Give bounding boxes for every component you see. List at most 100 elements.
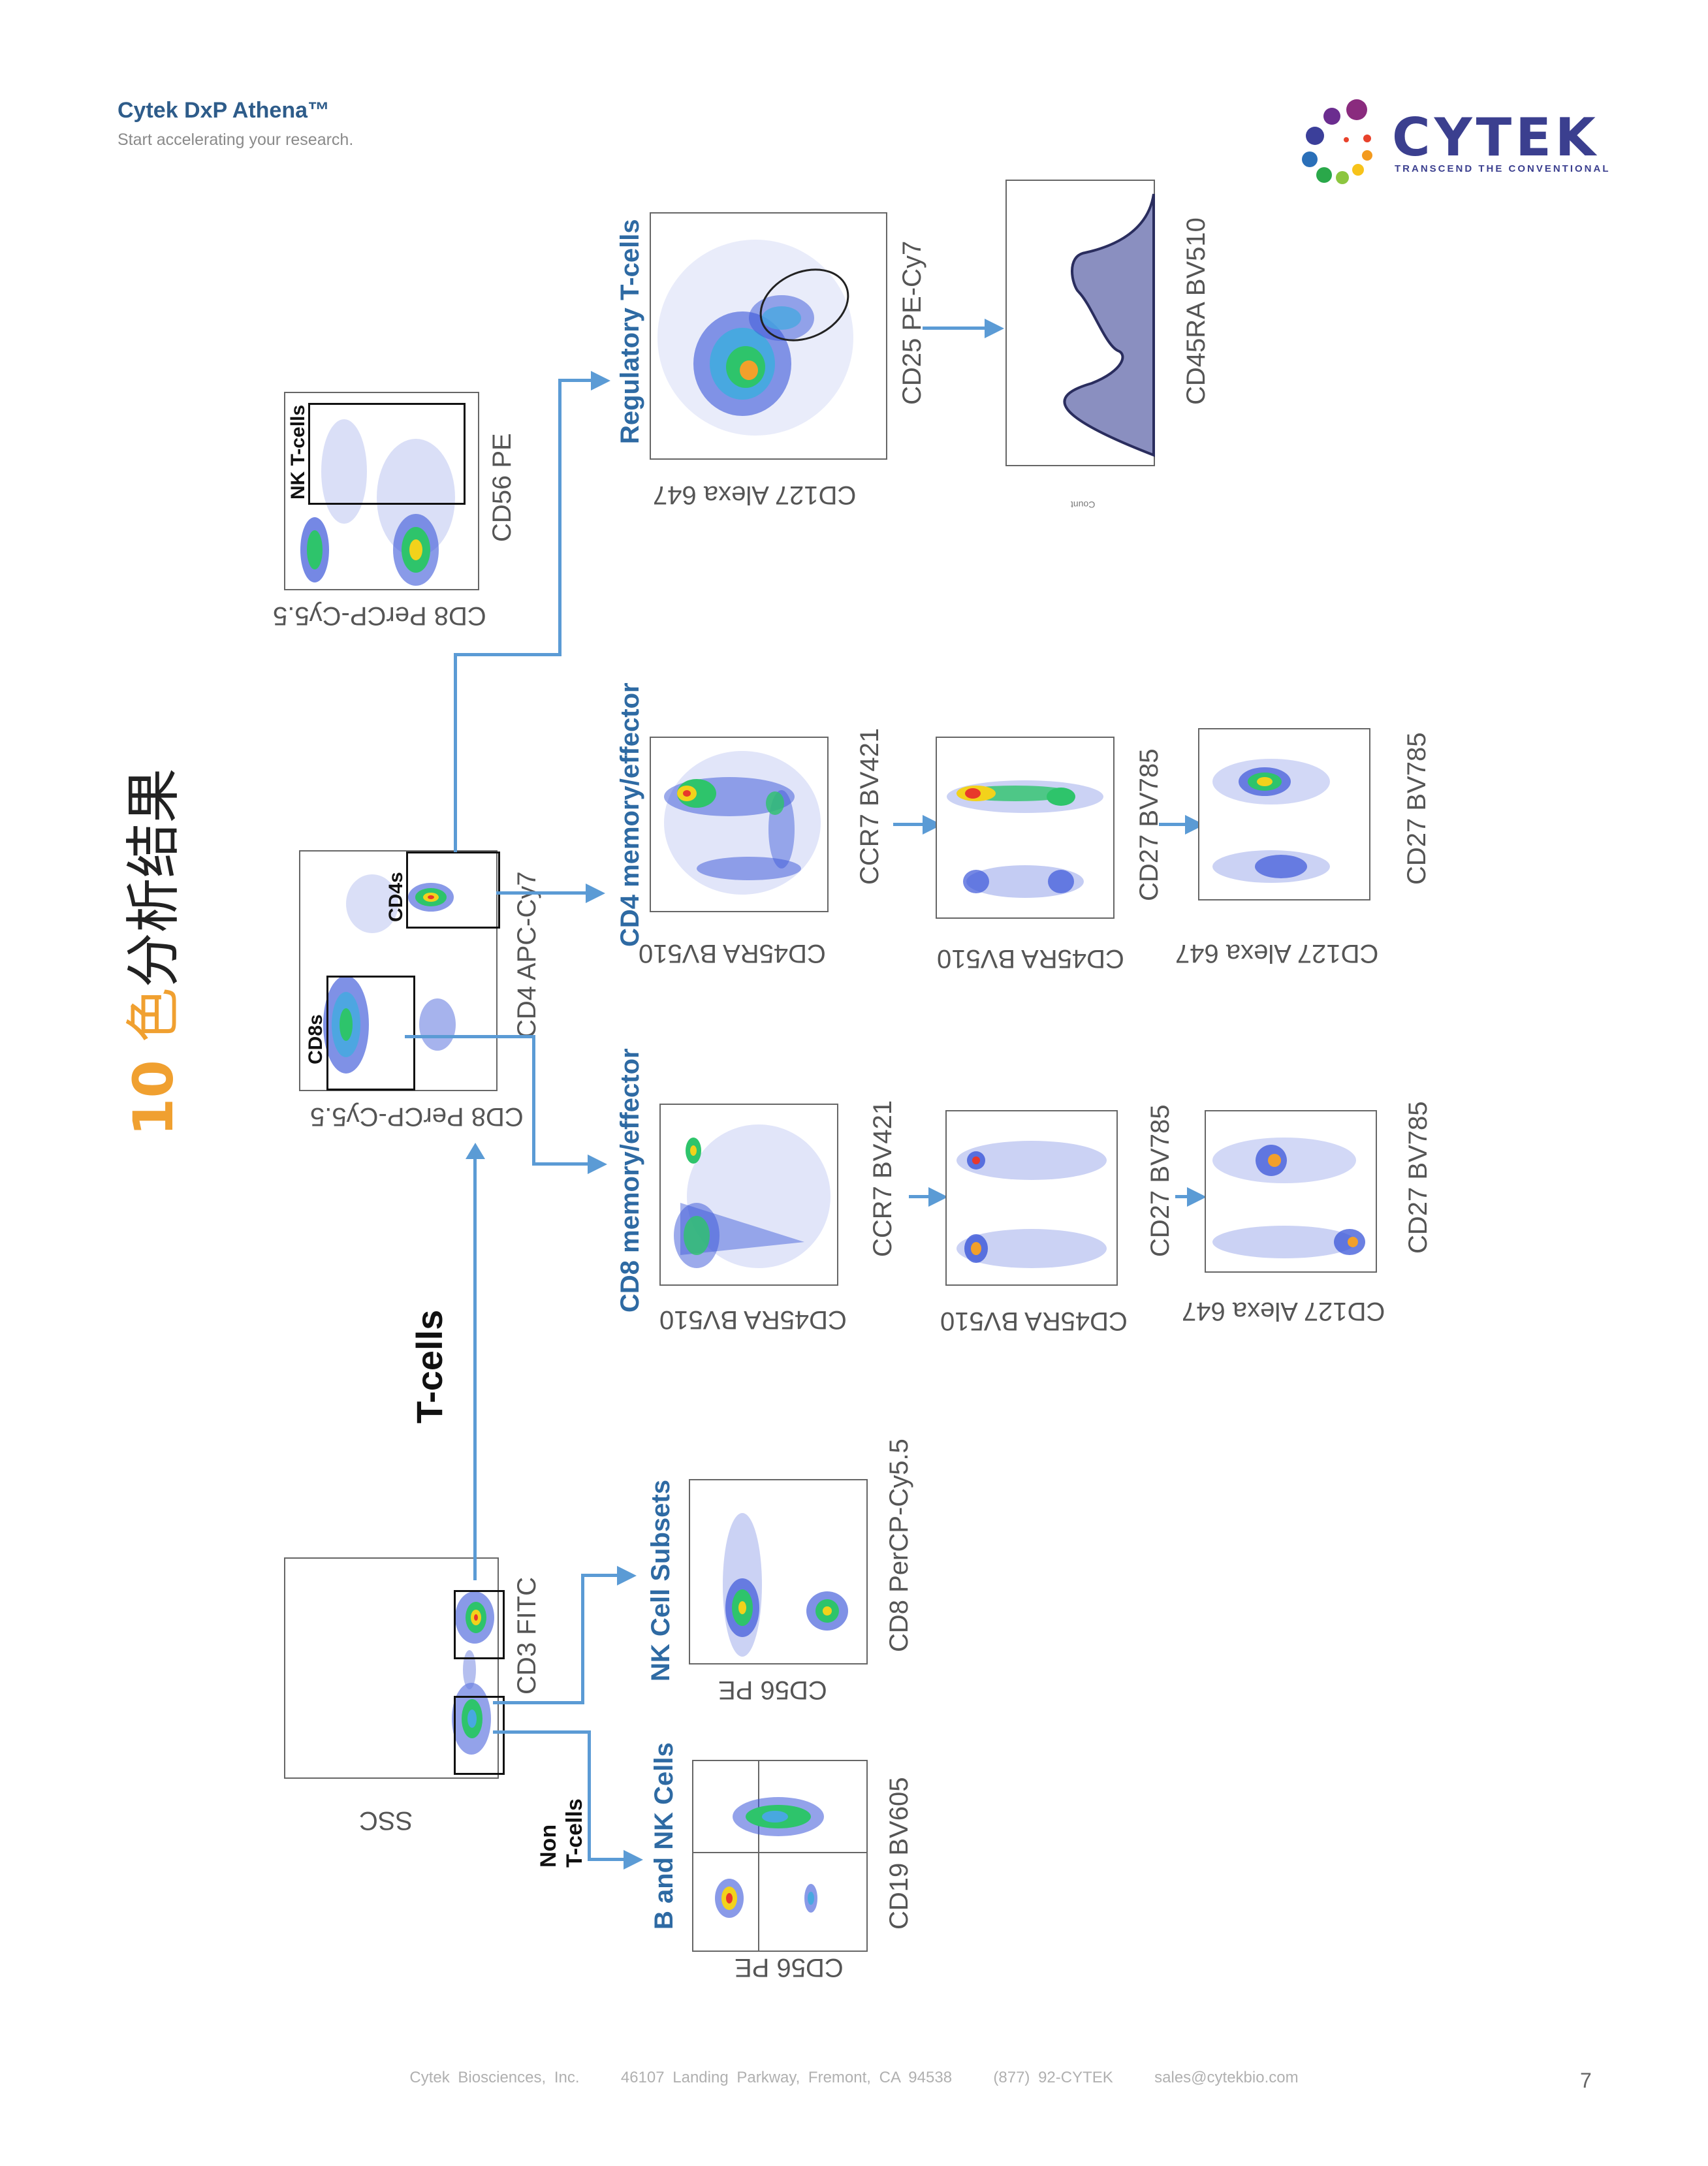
- title-nk-cell-subsets: NK Cell Subsets: [646, 1480, 675, 1681]
- footer-company: Cytek Biosciences, Inc.: [409, 2069, 580, 2086]
- title-b-nk-cells: B and NK Cells: [650, 1742, 678, 1930]
- axis-cd27-cd4-b: CD27 BV785: [1402, 732, 1431, 885]
- axis-ccr7-cd4: CCR7 BV421: [855, 727, 884, 885]
- header-title: Cytek DxP Athena™: [118, 98, 330, 123]
- scatter-cd8-ccr7: [674, 1124, 830, 1268]
- scatter-nk-subsets: [723, 1513, 848, 1657]
- heading-color-char: 色: [121, 987, 185, 1043]
- axis-cd8-percp-nk: CD8 PerCP-Cy5.5: [885, 1439, 913, 1652]
- axis-cd27-cd8-a: CD27 BV785: [1146, 1104, 1175, 1257]
- axis-cd127-treg: CD127 Alexa 647: [653, 481, 857, 509]
- label-t-cells: T-cells: [409, 1309, 450, 1424]
- axis-cd127-cd4: CD127 Alexa 647: [1175, 939, 1379, 968]
- arrowhead-treg: [591, 371, 610, 390]
- arrow-nk-subsets-h2: [581, 1574, 620, 1577]
- scatter-b-nk: [693, 1761, 866, 1951]
- axis-cd4-apc-cy7: CD4 APC-Cy7: [513, 871, 541, 1038]
- header-subtitle: Start accelerating your research.: [118, 131, 354, 149]
- scatter-cd4-ccr7: [664, 751, 821, 895]
- axis-cd3-fitc: CD3 FITC: [513, 1577, 541, 1695]
- title-cd8-memory: CD8 memory/effector: [616, 1048, 644, 1313]
- heading-number: 10: [121, 1060, 185, 1136]
- footer-address: 46107 Landing Parkway, Fremont, CA 94538: [620, 2069, 953, 2086]
- gate-label-cd8s: CD8s: [305, 1014, 326, 1064]
- plot-cd8-cd27: [945, 1110, 1118, 1286]
- axis-ccr7-cd8: CCR7 BV421: [868, 1100, 897, 1257]
- axis-cd27-cd8-b: CD27 BV785: [1404, 1101, 1432, 1254]
- arrow-cd4-r2: [1159, 823, 1188, 826]
- footer-email[interactable]: sales@cytekbio.com: [1154, 2069, 1299, 2086]
- arrow-cd8-h1: [405, 1035, 535, 1038]
- arrowhead-cd4-mem: [586, 884, 605, 903]
- cytek-logo: CYTEK TRANSCEND THE CONVENTIONAL: [1299, 91, 1613, 189]
- axis-cd45ra-cd4-a: CD45RA BV510: [639, 939, 826, 968]
- logo-tagline: TRANSCEND THE CONVENTIONAL: [1395, 163, 1611, 174]
- arrow-b-nk-h1: [493, 1730, 591, 1734]
- arrowhead-cd8-mem: [588, 1155, 607, 1174]
- arrow-b-nk-h2: [588, 1858, 627, 1861]
- arrow-cd4-r1: [893, 823, 926, 826]
- plot-cd8-ccr7: [659, 1104, 838, 1286]
- title-cd4-memory: CD4 memory/effector: [616, 682, 644, 947]
- arrowhead-nk-subsets: [617, 1566, 637, 1585]
- arrow-treg-v2: [558, 379, 561, 656]
- page-number: 7: [1580, 2069, 1592, 2092]
- axis-cd19-bv605: CD19 BV605: [885, 1777, 913, 1930]
- footer-phone: (877) 92-CYTEK: [993, 2069, 1113, 2086]
- plot-cd4-ccr7: [650, 737, 829, 912]
- gate-cd3-neg[interactable]: [454, 1696, 505, 1775]
- plot-nk-t-cells: [284, 392, 479, 590]
- plot-treg: [650, 212, 887, 460]
- plot-cd45ra-histogram: [1005, 180, 1155, 466]
- arrowhead-cd4-r1: [923, 815, 942, 835]
- axis-cd8-percp-t: CD8 PerCP-Cy5.5: [310, 1102, 524, 1131]
- axis-cd56-pe-bnk: CD56 PE: [735, 1953, 844, 1982]
- axis-cd127-cd8: CD127 Alexa 647: [1182, 1297, 1385, 1326]
- page-heading: 10 色分析结果: [110, 768, 189, 1136]
- arrow-treg-r: [923, 326, 988, 330]
- axis-cd25-pe-cy7: CD25 PE-Cy7: [898, 240, 926, 405]
- logo-dots-icon: [1302, 99, 1372, 184]
- axis-cd45ra-treg: CD45RA BV510: [1182, 217, 1210, 405]
- arrowhead-treg-r: [985, 319, 1004, 338]
- footer: Cytek Biosciences, Inc. 46107 Landing Pa…: [0, 2069, 1708, 2087]
- scatter-treg: [657, 240, 853, 436]
- arrow-treg-h2: [558, 379, 594, 382]
- axis-cd45ra-cd8-a: CD45RA BV510: [659, 1305, 847, 1334]
- arrow-b-nk-v: [588, 1730, 591, 1861]
- axis-cd45ra-cd8-b: CD45RA BV510: [940, 1307, 1128, 1335]
- arrowhead-cd8-r2: [1187, 1187, 1207, 1207]
- arrow-t-cells-up: [473, 1153, 477, 1580]
- axis-cd45ra-cd4-b: CD45RA BV510: [937, 944, 1124, 973]
- axis-cd56-pe-nkt: CD56 PE: [488, 433, 516, 542]
- plot-cd8-cd127: [1205, 1110, 1377, 1273]
- plot-cd4-cd127: [1198, 728, 1370, 900]
- arrow-cd8-v: [532, 1035, 535, 1166]
- gate-cd4s[interactable]: [406, 852, 500, 929]
- plot-b-nk: [692, 1760, 868, 1952]
- gate-nk-t-cells[interactable]: [308, 403, 466, 505]
- logo-wordmark: CYTEK: [1392, 107, 1600, 168]
- scatter-cd8-cd127: [1212, 1138, 1365, 1258]
- arrow-nk-subsets-v: [581, 1574, 584, 1704]
- scatter-cd4-cd127: [1212, 759, 1330, 883]
- gate-cd3-pos[interactable]: [454, 1590, 505, 1659]
- arrow-treg-h1: [454, 653, 561, 656]
- arrowhead-cd8-r1: [928, 1187, 948, 1207]
- plot-cd4-cd27: [936, 737, 1115, 919]
- heading-rest: 分析结果: [121, 768, 185, 988]
- axis-cd56-pe-nk: CD56 PE: [718, 1676, 827, 1704]
- scatter-nk-t: [300, 419, 455, 586]
- scatter-ssc-cd3: [452, 1591, 494, 1755]
- label-non-t-cells: Non T-cells: [536, 1798, 587, 1868]
- axis-count: Count: [1071, 500, 1096, 510]
- plot-cd8-cd4: [299, 850, 500, 1091]
- arrow-cd8-r1: [909, 1195, 932, 1198]
- scatter-cd8-cd4: [323, 874, 456, 1074]
- gate-cd8s[interactable]: [326, 976, 415, 1091]
- axis-ssc: SSC: [359, 1806, 413, 1835]
- gate-label-nk-t: NK T-cells: [287, 404, 309, 500]
- arrow-cd8-r2: [1175, 1195, 1190, 1198]
- gate-label-cd4s: CD4s: [385, 872, 407, 922]
- scatter-cd8-cd27: [957, 1141, 1107, 1268]
